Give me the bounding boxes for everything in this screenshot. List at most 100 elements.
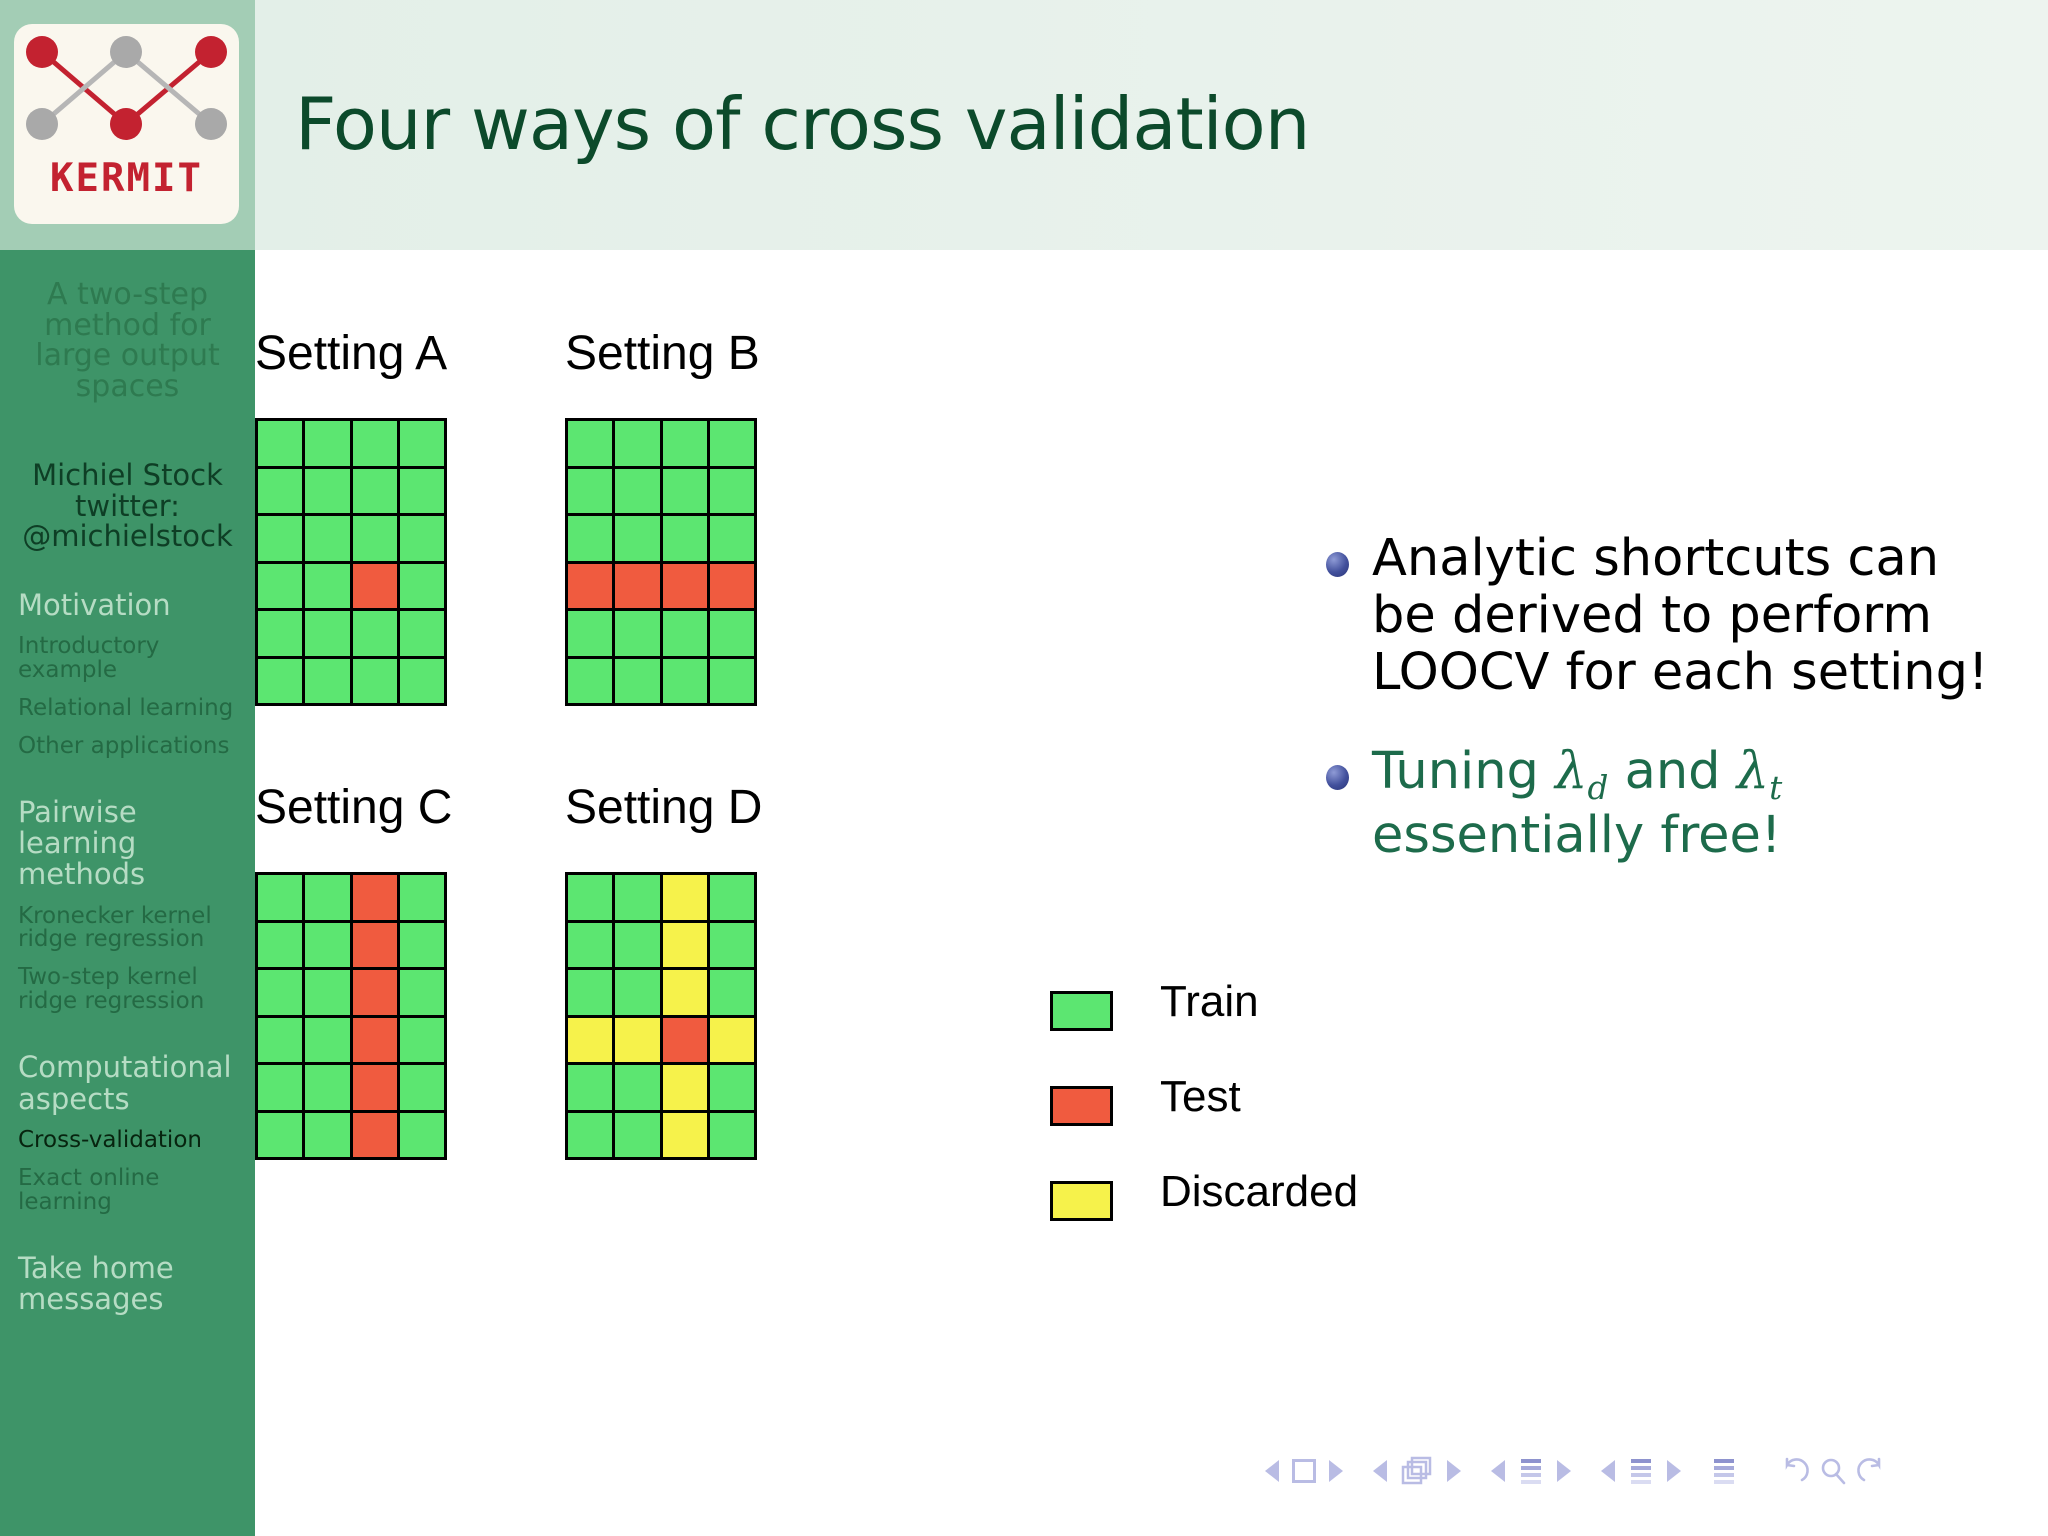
- grid-cell-train: [615, 468, 660, 513]
- grid-cell-train: [399, 875, 444, 920]
- redo-icon[interactable]: [1855, 1455, 1889, 1487]
- toc-nav[interactable]: [1711, 1456, 1737, 1486]
- grid-cell-test: [352, 1112, 397, 1157]
- bullet-item-analytic-shortcuts: Analytic shortcuts can be derived to per…: [1310, 530, 2010, 701]
- deck-title: A two-step method for large output space…: [35, 277, 220, 404]
- page-title: Four ways of cross validation: [295, 82, 1310, 166]
- grid-cell-train: [399, 516, 444, 561]
- grid-cell-train: [615, 611, 660, 656]
- magnifier-icon[interactable]: [1817, 1455, 1849, 1487]
- frame-nav[interactable]: [1373, 1456, 1461, 1486]
- next-arrow-icon[interactable]: [1557, 1460, 1571, 1482]
- grid-cell-discarded: [568, 1017, 613, 1062]
- sidebar-item-other-applications[interactable]: Other applications: [18, 732, 230, 759]
- sidebar-item-introductory-example[interactable]: Introductory example: [18, 633, 160, 683]
- setting-a-label: Setting A: [255, 327, 448, 380]
- grid-cell-test: [352, 1017, 397, 1062]
- grid-cell-train: [305, 421, 350, 466]
- section-nav[interactable]: [1601, 1456, 1681, 1486]
- tuning-part-tail: essentially free!: [1372, 806, 1782, 866]
- grid-cell-train: [399, 922, 444, 967]
- grid-cell-train: [258, 516, 303, 561]
- grid-cell-test: [352, 875, 397, 920]
- sidebar-item-cross-validation[interactable]: Cross-validation: [18, 1126, 202, 1153]
- grid-cell-train: [615, 875, 660, 920]
- grid-cell-train: [399, 421, 444, 466]
- grid-cell-train: [709, 875, 754, 920]
- legend-label-train: Train: [1160, 977, 1259, 1026]
- grid-cell-discarded: [662, 1112, 707, 1157]
- grid-cell-train: [305, 563, 350, 608]
- grid-cell-train: [568, 468, 613, 513]
- setting-d-label: Setting D: [565, 781, 763, 834]
- grid-cell-train: [258, 1065, 303, 1110]
- next-arrow-icon[interactable]: [1447, 1460, 1461, 1482]
- grid-cell-train: [662, 516, 707, 561]
- grid-cell-test: [615, 563, 660, 608]
- setting-c-label: Setting C: [255, 781, 453, 834]
- stack-icon[interactable]: [1400, 1456, 1434, 1486]
- grid-cell-train: [305, 922, 350, 967]
- bullet-dot-icon: [1326, 552, 1349, 577]
- setting-a-grid: [255, 418, 447, 706]
- prev-arrow-icon[interactable]: [1373, 1460, 1387, 1482]
- grid-cell-train: [662, 611, 707, 656]
- grid-cell-train: [399, 468, 444, 513]
- grid-cell-train: [709, 1065, 754, 1110]
- sidebar-section-pairwise-learning-methods[interactable]: Pairwise learning methods: [18, 794, 146, 892]
- grid-cell-discarded: [615, 1017, 660, 1062]
- lines-icon[interactable]: [1628, 1456, 1654, 1486]
- bullet-text-analytic-shortcuts: Analytic shortcuts can be derived to per…: [1372, 529, 1989, 703]
- sidebar-item-relational-learning[interactable]: Relational learning: [18, 694, 234, 721]
- next-arrow-icon[interactable]: [1667, 1460, 1681, 1482]
- grid-cell-train: [615, 658, 660, 703]
- grid-cell-discarded: [662, 1065, 707, 1110]
- next-arrow-icon[interactable]: [1329, 1460, 1343, 1482]
- grid-cell-train: [305, 1065, 350, 1110]
- first-frame-nav[interactable]: [1265, 1459, 1343, 1483]
- sidebar: KERMIT A two-step method for large outpu…: [0, 0, 255, 1536]
- grid-cell-train: [568, 1112, 613, 1157]
- grid-cell-train: [399, 563, 444, 608]
- lines-icon[interactable]: [1518, 1456, 1544, 1486]
- sidebar-section-computational-aspects[interactable]: Computational aspects: [18, 1050, 232, 1116]
- grid-cell-test: [352, 1065, 397, 1110]
- grid-cell-train: [399, 1065, 444, 1110]
- grid-cell-train: [615, 1065, 660, 1110]
- grid-cell-train: [662, 658, 707, 703]
- grid-cell-train: [568, 970, 613, 1015]
- grid-cell-train: [399, 658, 444, 703]
- lines-icon[interactable]: [1711, 1456, 1737, 1486]
- prev-arrow-icon[interactable]: [1601, 1460, 1615, 1482]
- square-icon[interactable]: [1292, 1459, 1316, 1483]
- grid-cell-train: [352, 468, 397, 513]
- setting-b-grid: [565, 418, 757, 706]
- grid-cell-train: [615, 970, 660, 1015]
- prev-arrow-icon[interactable]: [1265, 1460, 1279, 1482]
- kermit-logo: KERMIT: [14, 24, 239, 224]
- subsection-nav[interactable]: [1491, 1456, 1571, 1486]
- slide-header: Four ways of cross validation: [255, 0, 2048, 250]
- prev-arrow-icon[interactable]: [1491, 1460, 1505, 1482]
- sidebar-section-take-home-messages[interactable]: Take home messages: [18, 1250, 174, 1316]
- sidebar-item-two-step-kernel-ridge-regression[interactable]: Two-step kernel ridge regression: [18, 964, 205, 1015]
- grid-cell-train: [568, 658, 613, 703]
- sidebar-section-motivation[interactable]: Motivation: [18, 587, 171, 622]
- sidebar-item-exact-online-learning[interactable]: Exact online learning: [18, 1164, 160, 1215]
- grid-cell-train: [305, 1112, 350, 1157]
- grid-cell-discarded: [709, 1017, 754, 1062]
- grid-cell-train: [258, 875, 303, 920]
- bullet-dot-icon: [1326, 765, 1349, 791]
- grid-cell-test: [352, 563, 397, 608]
- grid-cell-test: [662, 563, 707, 608]
- setting-c-grid: [255, 872, 447, 1160]
- sidebar-nav: A two-step method for large output space…: [0, 277, 255, 1316]
- grid-cell-train: [615, 516, 660, 561]
- grid-cell-train: [709, 421, 754, 466]
- undo-icon[interactable]: [1777, 1455, 1811, 1487]
- setting-d-grid: [565, 872, 757, 1160]
- grid-cell-test: [662, 1017, 707, 1062]
- history-nav[interactable]: [1777, 1455, 1889, 1487]
- sidebar-item-kronecker-kernel-ridge-regression[interactable]: Kronecker kernel ridge regression: [18, 902, 212, 953]
